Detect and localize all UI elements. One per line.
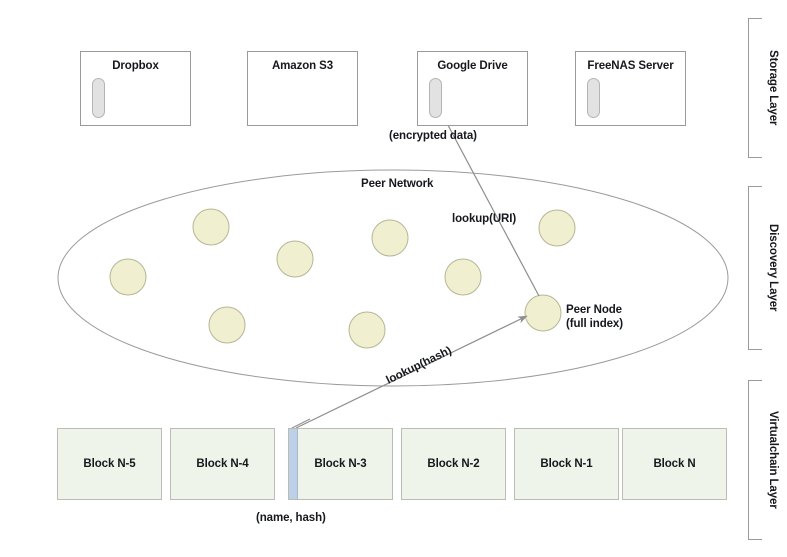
- block-label: Block N-4: [196, 458, 249, 470]
- storage-pill-icon: [429, 78, 442, 118]
- block-n[interactable]: Block N: [622, 428, 727, 500]
- peer-node-2[interactable]: [192, 208, 230, 246]
- storage-box-freenas-server[interactable]: FreeNAS Server: [575, 51, 686, 126]
- peer-node-6[interactable]: [371, 219, 409, 257]
- storage-pill-icon: [92, 78, 105, 118]
- bracket-label-text: Discovery Layer: [767, 224, 779, 312]
- bracket-label-text: Virtualchain Layer: [767, 411, 779, 509]
- storage-pill-icon: [587, 78, 600, 118]
- storage-box-label: Dropbox: [112, 60, 159, 72]
- peer-node-8[interactable]: [538, 209, 576, 247]
- storage-box-label: Amazon S3: [271, 60, 334, 72]
- block-label: Block N: [653, 458, 696, 470]
- bracket-storage-layer-label: Storage Layer: [767, 19, 779, 157]
- lookup-uri-label: lookup(URI): [452, 213, 517, 225]
- block-name-hash-stripe[interactable]: [289, 429, 298, 499]
- lookup-uri-arrow: [433, 98, 540, 297]
- storage-box-dropbox[interactable]: Dropbox: [80, 51, 191, 126]
- block-n-5[interactable]: Block N-5: [57, 428, 162, 500]
- block-label: Block N-3: [314, 458, 367, 470]
- lookup-hash-arrow: [295, 315, 528, 429]
- peer-node-5[interactable]: [348, 311, 386, 349]
- peer-network-title: Peer Network: [361, 178, 434, 190]
- block-n-1[interactable]: Block N-1: [514, 428, 619, 500]
- peer-node-3[interactable]: [276, 240, 314, 278]
- peer-node-full-index[interactable]: [524, 294, 562, 332]
- bracket-virtualchain-layer-label: Virtualchain Layer: [767, 381, 779, 539]
- peer-node-7[interactable]: [444, 258, 482, 296]
- block-label: Block N-1: [540, 458, 593, 470]
- block-label: Block N-5: [83, 458, 136, 470]
- peer-network-ellipse: [57, 169, 729, 387]
- peer-node-label-line1: Peer Node: [566, 304, 622, 316]
- peer-node-4[interactable]: [208, 306, 246, 344]
- bracket-virtualchain-layer: Virtualchain Layer: [748, 380, 779, 540]
- peer-node-1[interactable]: [109, 258, 147, 296]
- block-n-3[interactable]: Block N-3: [288, 428, 393, 500]
- name-hash-label: (name, hash): [256, 512, 326, 524]
- storage-box-label: FreeNAS Server: [587, 60, 674, 72]
- bracket-storage-layer: Storage Layer: [748, 18, 779, 158]
- block-label: Block N-2: [427, 458, 480, 470]
- bracket-discovery-layer: Discovery Layer: [748, 186, 779, 350]
- storage-box-google-drive[interactable]: Google Drive: [417, 51, 528, 126]
- storage-box-amazon-s3[interactable]: Amazon S3: [247, 51, 358, 126]
- block-n-2[interactable]: Block N-2: [401, 428, 506, 500]
- storage-box-label: Google Drive: [437, 60, 508, 72]
- bracket-label-text: Storage Layer: [767, 50, 779, 126]
- block-n-4[interactable]: Block N-4: [170, 428, 275, 500]
- block-stripe-leader-line: [291, 418, 311, 429]
- encrypted-data-label: (encrypted data): [389, 130, 477, 142]
- peer-node-label-line2: (full index): [566, 318, 623, 330]
- bracket-discovery-layer-label: Discovery Layer: [767, 187, 779, 349]
